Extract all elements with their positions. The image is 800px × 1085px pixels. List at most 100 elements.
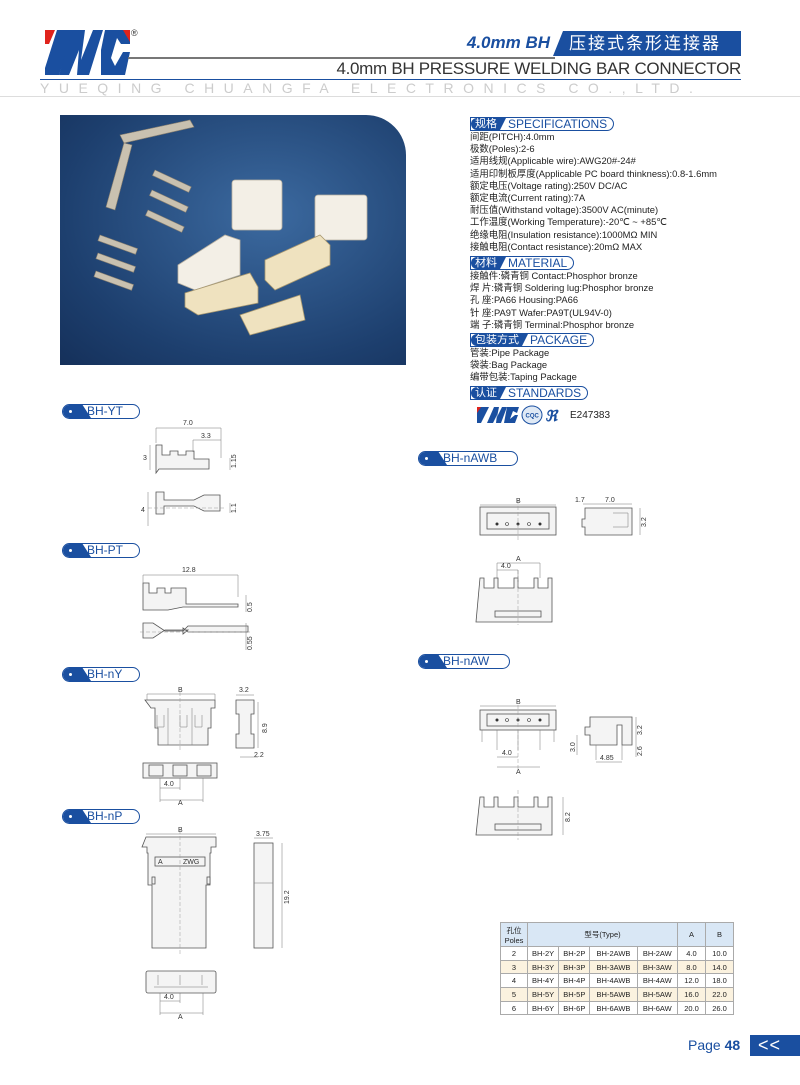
section-header-cn: 材料: [471, 257, 506, 269]
spec-line: 额定电流(Current rating):7A: [470, 192, 586, 204]
product-photo: [60, 115, 406, 365]
spec-line: 适用线规(Applicable wire):AWG20#-24#: [470, 155, 636, 167]
material-line: 焊 片:磷青铜 Soldering lug:Phosphor bronze: [470, 282, 654, 294]
header-type: 型号(Type): [527, 922, 678, 947]
marking-zwg: ZWG: [183, 859, 199, 866]
package-line: 袋装:Bag Package: [470, 359, 548, 371]
section-header-en: STANDARDS: [508, 385, 582, 400]
drawing-bh-yt: 7.0 3.3 3 1.15 4 1.1: [141, 420, 238, 526]
zwg-logo-small: [477, 407, 519, 423]
zwg-logo: [45, 30, 130, 75]
svg-text:0.5: 0.5: [247, 602, 254, 612]
package-line: 管装:Pipe Package: [470, 347, 550, 358]
drawing-label-bh-yt: BH-YT: [62, 404, 140, 419]
section-header-en: SPECIFICATIONS: [508, 116, 608, 131]
section-header-cn: 规格: [471, 118, 506, 130]
svg-text:4.0: 4.0: [501, 563, 511, 570]
svg-text:4.85: 4.85: [600, 755, 614, 762]
page-number: Page 48: [688, 1037, 741, 1053]
svg-text:3.2: 3.2: [637, 725, 644, 735]
drawing-label-bh-pt: BH-PT: [62, 543, 140, 558]
drawing-bh-nawb: B 1.7 7.0 3.2 A 4.0: [475, 497, 648, 625]
svg-text:0.55: 0.55: [247, 636, 254, 650]
drawing-bh-pt: 12.8 0.5 0.55: [140, 567, 254, 650]
svg-text:1.1: 1.1: [231, 503, 238, 513]
spec-line: 额定电压(Voltage rating):250V DC/AC: [470, 179, 628, 191]
svg-text:2.2: 2.2: [254, 752, 264, 759]
drawing-bh-np: A ZWG B 3.75 19.2 4.0 A: [141, 827, 291, 1021]
section-header-en: MATERIAL: [508, 255, 568, 270]
section-header-package: 包装方式 PACKAGE: [470, 332, 595, 347]
drawing-label-bh-naw: BH-nAW: [418, 654, 510, 669]
svg-text:7.0: 7.0: [605, 497, 615, 504]
svg-text:B: B: [178, 827, 183, 834]
ul-cert-number: E247383: [570, 410, 611, 421]
svg-text:2.6: 2.6: [637, 746, 644, 756]
svg-text:B: B: [516, 699, 521, 706]
svg-text:1.15: 1.15: [231, 454, 238, 468]
header-a: A: [677, 922, 706, 947]
svg-text:3: 3: [143, 455, 147, 462]
material-line: 端 子:磷青铜 Terminal:Phosphor bronze: [470, 318, 635, 330]
svg-text:1.7: 1.7: [575, 497, 585, 504]
svg-text:A: A: [178, 1014, 183, 1021]
section-header-cn: 认证: [471, 387, 506, 399]
spec-line: 耐压值(Withstand voltage):3500V AC(minute): [470, 204, 659, 216]
svg-text:A: A: [516, 556, 521, 563]
back-button[interactable]: <<: [750, 1035, 800, 1056]
svg-text:8.9: 8.9: [262, 723, 269, 733]
material-list: 接触件:磷青铜 Contact:Phosphor bronze 焊 片:磷青铜 …: [470, 270, 795, 331]
material-line: 针 座:PA9T Wafer:PA9T(UL94V-0): [470, 306, 612, 318]
material-line: 孔 座:PA66 Housing:PA66: [470, 294, 579, 306]
svg-text:3.2: 3.2: [641, 517, 648, 527]
registered-mark: ®: [131, 28, 138, 38]
svg-text:ℜ: ℜ: [545, 408, 559, 425]
drawing-bh-ny: B 3.2 8.9 2.2 4.0 A: [142, 687, 269, 807]
spec-line: 绝缘电阻(Insulation resistance):1000MΩ MIN: [470, 228, 658, 240]
package-list: 管装:Pipe Package 袋装:Bag Package 编带包装:Tapi…: [470, 347, 795, 384]
svg-text:8.2: 8.2: [565, 812, 572, 822]
svg-text:7.0: 7.0: [183, 420, 193, 427]
svg-text:A: A: [516, 769, 521, 776]
divider: [128, 57, 555, 59]
cqc-logo: CQC: [521, 405, 543, 425]
spec-line: 接触电阻(Contact resistance):20mΩ MAX: [470, 240, 643, 252]
spec-line: 极数(Poles):2-6: [470, 143, 535, 155]
spec-line: 适用印制板厚度(Applicable PC board thinkness):0…: [470, 167, 717, 179]
section-header-en: PACKAGE: [530, 332, 588, 347]
section-header-standards: 认证 STANDARDS: [470, 385, 589, 400]
section-header-cn: 包装方式: [471, 334, 528, 346]
specifications-list: 间距(PITCH):4.0mm 极数(Poles):2-6 适用线规(Appli…: [470, 131, 795, 253]
svg-text:3.75: 3.75: [256, 831, 270, 838]
spec-line: 工作温度(Working Temperature):-20℃ ~ +85℃: [470, 216, 667, 228]
svg-text:A: A: [178, 800, 183, 807]
svg-text:4: 4: [141, 507, 145, 514]
section-header-material: 材料 MATERIAL: [470, 255, 575, 270]
title-cn: 压接式条形连接器: [553, 31, 741, 56]
svg-text:3.3: 3.3: [201, 433, 211, 440]
svg-text:3.0: 3.0: [570, 742, 577, 752]
svg-text:3.2: 3.2: [239, 687, 249, 694]
page-subtitle: 4.0mm BH PRESSURE WELDING BAR CONNECTOR: [336, 59, 741, 78]
svg-text:4.0: 4.0: [164, 781, 174, 788]
svg-text:B: B: [516, 498, 521, 505]
drawing-label-bh-ny: BH-nY: [62, 667, 140, 682]
svg-text:B: B: [178, 687, 183, 694]
section-header-specifications: 规格 SPECIFICATIONS: [470, 116, 615, 131]
svg-text:4.0: 4.0: [502, 750, 512, 757]
certification-logos: CQC ℜ: [477, 405, 559, 425]
header-b: B: [705, 922, 734, 947]
svg-text:19.2: 19.2: [284, 890, 291, 904]
svg-text:12.8: 12.8: [182, 567, 196, 574]
package-line: 编带包装:Taping Package: [470, 371, 577, 383]
svg-text:4.0: 4.0: [164, 994, 174, 1001]
marking-a: A: [158, 859, 163, 866]
drawing-label-bh-nawb: BH-nAWB: [418, 451, 518, 466]
